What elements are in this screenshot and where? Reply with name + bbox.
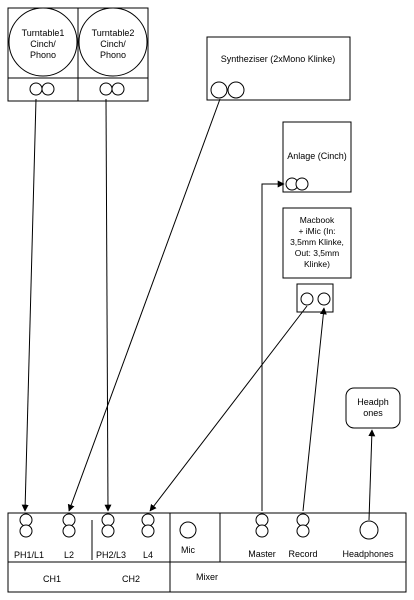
macbook-label-line2: + iMic (In: (298, 226, 335, 236)
mixer-group-label-ch1: CH1 (43, 574, 61, 584)
anlage-label: Anlage (Cinch) (287, 151, 347, 161)
turntable1-label-line2: Cinch/ (30, 39, 56, 49)
turntable1-device: Turntable1 Cinch/ Phono (7, 7, 79, 102)
mixer-channel-label-ph1-l1: PH1/L1 (14, 550, 44, 560)
mixer-group-label-ch2: CH2 (122, 574, 140, 584)
wire-headphones-out (368, 429, 376, 521)
mixer-jack-l4-top (141, 513, 155, 527)
mixer-channel-label-headphones: Headphones (342, 549, 394, 559)
headphones-device: Headph ones (345, 387, 401, 429)
mixer-jack-record-bottom (296, 524, 310, 538)
turntable2-device: Turntable2 Cinch/ Phono (77, 7, 149, 102)
turntable1-jack-left (29, 82, 43, 96)
turntable1-label-line1: Turntable1 (22, 28, 65, 38)
mixer-jack-ph2-bottom (101, 524, 115, 538)
mixer-jack-ph1-bottom (19, 524, 33, 538)
mixer-jack-l2-bottom (62, 524, 76, 538)
mixer-jack-headphones (359, 520, 379, 540)
mixer-jack-ph1-top (19, 513, 33, 527)
mixer-channel-label-record: Record (288, 549, 317, 559)
wire-synthesizer-to-l2 (67, 98, 221, 512)
turntable1-label-line3: Phono (30, 50, 56, 60)
mixer-jack-l2-top (62, 513, 76, 527)
synthesizer-jack-left (210, 81, 228, 99)
wire-master-to-anlage (261, 180, 285, 511)
mixer: PH1/L1 L2 PH2/L3 L4 Mic Master Record He… (7, 512, 407, 593)
synthesizer-device: Syntheziser (2xMono Klinke) (206, 36, 351, 101)
mixer-title: Mixer (196, 572, 218, 582)
headphones-device-label-line2: ones (363, 408, 383, 418)
mixer-channel-label-l4: L4 (143, 550, 153, 560)
mixer-jack-mic (179, 521, 197, 539)
mixer-channel-label-ph2-l3: PH2/L3 (96, 550, 126, 560)
mixer-jack-l4-bottom (141, 524, 155, 538)
turntable2-label-line1: Turntable2 (92, 28, 135, 38)
mixer-jack-record-top (296, 513, 310, 527)
synthesizer-jack-right (227, 81, 245, 99)
mixer-jack-ph2-top (101, 513, 115, 527)
macbook-label-line3: 3,5mm Klinke, (290, 237, 344, 247)
turntable1-jack-right (41, 82, 55, 96)
turntable2-jack-right (111, 82, 125, 96)
macbook-device: Macbook + iMic (In: 3,5mm Klinke, Out: 3… (282, 207, 352, 313)
headphones-device-label-line1: Headph (357, 397, 389, 407)
connections (21, 98, 376, 521)
turntable2-jack-left (99, 82, 113, 96)
turntable2-platter (78, 7, 148, 77)
macbook-label-line4: Out: 3,5mm (295, 248, 339, 258)
turntable1-platter (8, 7, 78, 77)
anlage-jack-right (295, 177, 309, 191)
wire-turntable1-to-ph1 (21, 98, 37, 512)
imic-jack-out (317, 292, 331, 306)
imic-jack-in (300, 292, 314, 306)
macbook-label-line5: Klinke) (304, 259, 330, 269)
mixer-channel-label-master: Master (248, 549, 276, 559)
macbook-label-line1: Macbook (300, 215, 335, 225)
wire-turntable2-to-ph2 (104, 98, 112, 512)
mixer-channel-label-mic: Mic (181, 545, 195, 555)
wire-imic-to-l4 (149, 305, 308, 512)
wire-record-to-imic (302, 307, 327, 512)
synthesizer-label: Syntheziser (2xMono Klinke) (221, 54, 336, 64)
turntable2-label-line3: Phono (100, 50, 126, 60)
anlage-device: Anlage (Cinch) (282, 121, 352, 193)
turntable2-label-line2: Cinch/ (100, 39, 126, 49)
mixer-channel-label-l2: L2 (64, 550, 74, 560)
mixer-jack-master-bottom (255, 524, 269, 538)
mixer-jack-master-top (255, 513, 269, 527)
